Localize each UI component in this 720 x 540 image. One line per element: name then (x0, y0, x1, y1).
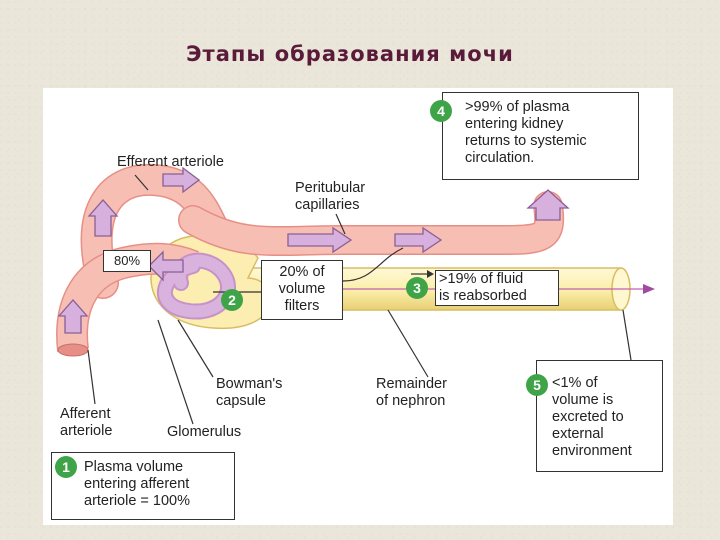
box3-arrowhead (427, 270, 434, 278)
capillary-flow-arrow-1 (287, 226, 353, 254)
efferent-arteriole-label: Efferent arteriole (117, 154, 224, 170)
step-4-box: >99% of plasma entering kidney returns t… (442, 92, 639, 180)
efferent-flow-arrow-up (87, 199, 119, 237)
step-3-badge: 3 (406, 277, 428, 299)
peritubular-capillaries-fill (179, 192, 563, 255)
step-2-box: 20% of volume filters (261, 260, 343, 320)
glomerulus-label: Glomerulus (167, 424, 242, 440)
step-1-box: Plasma volume entering afferent arteriol… (51, 452, 235, 520)
flow-arrows (57, 166, 570, 334)
step-2-badge: 2 (221, 289, 243, 311)
afferent-arteriole-label: Afferent arteriole (60, 406, 113, 439)
urine-outflow-arrowhead (643, 284, 655, 294)
remainder-of-nephron-label: Remainder of nephron (376, 376, 447, 409)
slide-title: Этапы образования мочи (186, 42, 514, 66)
afferent-flow-arrow (57, 299, 89, 334)
leader-lines (87, 174, 632, 425)
step-2-text: 20% of volume filters (278, 264, 326, 314)
glomerulus-return-arrow (148, 250, 184, 282)
step-5-box: <1% of volume is excreted to external en… (536, 360, 663, 472)
efferent-flow-arrow-top (162, 166, 201, 194)
efferent-leader (134, 174, 149, 191)
nephron-diagram (56, 163, 655, 425)
glomerulus-leader (157, 319, 194, 425)
step-3-text: >19% of fluid is reabsorbed (439, 271, 527, 304)
step-5-badge: 5 (526, 374, 548, 396)
afferent-arteriole-opening (57, 343, 89, 357)
diagram-panel: Efferent arteriole Peritubular capillari… (43, 88, 673, 525)
bowmans-capsule-label: Bowman's capsule (216, 376, 283, 409)
excretion-leader (622, 309, 632, 361)
step-1-text: Plasma volume entering afferent arteriol… (84, 459, 190, 509)
bowman-leader (177, 319, 214, 378)
peritubular-leader (335, 213, 346, 235)
step-4-text: >99% of plasma entering kidney returns t… (465, 99, 587, 166)
capillary-exit-arrow (526, 189, 570, 221)
step-3-box: >19% of fluid is reabsorbed (435, 270, 559, 306)
step-4-badge: 4 (430, 100, 452, 122)
afferent-leader (87, 349, 96, 405)
peritubular-capillaries-label: Peritubular capillaries (295, 180, 366, 213)
efferent-percent-text: 80% (113, 253, 141, 268)
step-1-badge: 1 (55, 456, 77, 478)
reabsorption-line (342, 247, 404, 282)
step-5-text: <1% of volume is excreted to external en… (552, 375, 632, 459)
remainder-leader (387, 309, 429, 378)
efferent-percent-box: 80% (103, 250, 151, 272)
capillary-flow-arrow-2 (394, 226, 443, 254)
